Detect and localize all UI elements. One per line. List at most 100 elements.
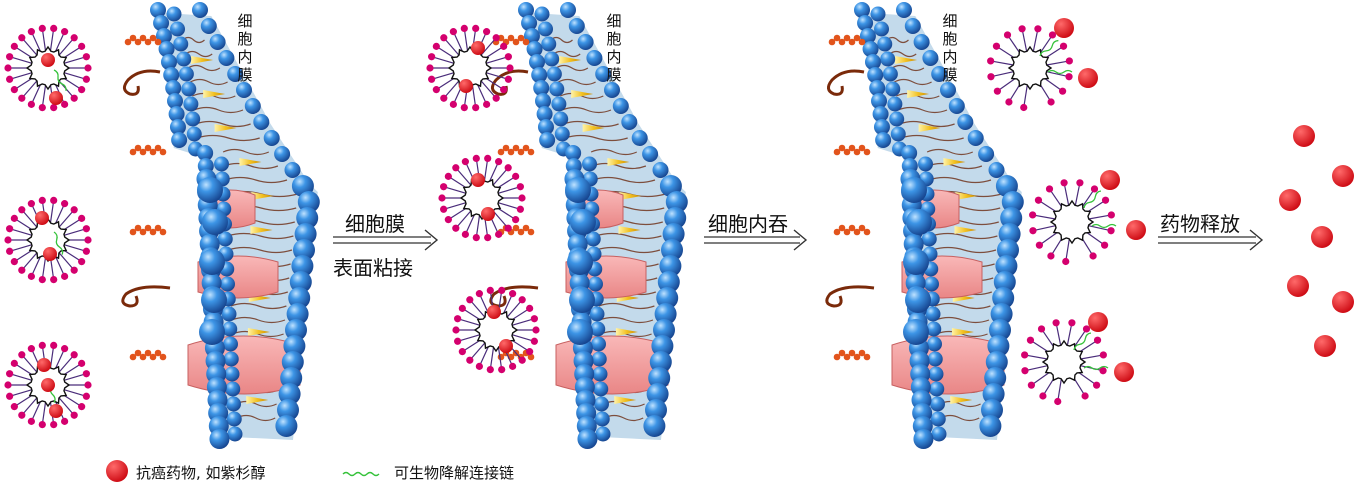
- legend-drug-icon: [106, 460, 128, 482]
- lipid-tail: [595, 232, 662, 240]
- lipid-head: [928, 366, 944, 382]
- glycan-bead: [129, 228, 137, 236]
- peg-tip: [50, 341, 58, 350]
- cholesterol-cone: [251, 192, 274, 200]
- glycan-bead: [512, 144, 520, 152]
- lipid-head: [153, 15, 170, 31]
- lipid-head: [222, 321, 238, 337]
- lipid-head: [930, 411, 946, 427]
- lipid-head: [653, 319, 675, 341]
- peg-tip: [444, 172, 452, 180]
- lipid-head: [922, 50, 939, 66]
- cholesterol-cone: [250, 226, 273, 234]
- peg-tip: [460, 24, 468, 33]
- peg-tip: [82, 247, 90, 255]
- peg-chain: [21, 354, 40, 375]
- lipid-head: [595, 426, 611, 442]
- released-drug: [1332, 165, 1354, 187]
- lipid-tail: [555, 64, 589, 72]
- peg-tip: [10, 86, 18, 94]
- peg-tip: [1093, 381, 1101, 389]
- lipid-head: [551, 96, 567, 112]
- glycan-bead: [159, 148, 167, 156]
- lipid-head: [918, 156, 933, 172]
- peg-tip: [466, 356, 474, 364]
- peg-tip: [1054, 397, 1062, 406]
- peg-tip: [526, 304, 534, 312]
- lipid-head: [993, 271, 1016, 293]
- lipid-head: [591, 351, 607, 367]
- peg-chain: [21, 250, 40, 271]
- lipid-head: [296, 207, 319, 229]
- lipid-tail: [196, 134, 260, 142]
- released-drug: [1311, 226, 1333, 248]
- lipid-head: [171, 132, 188, 148]
- glycan-bead: [522, 224, 530, 232]
- lipid-head: [225, 381, 241, 397]
- lipid-head: [166, 6, 182, 22]
- lipid-head: [553, 111, 569, 127]
- peg-tip: [1047, 98, 1055, 106]
- peg-tip: [4, 236, 12, 244]
- lipid-head: [985, 351, 1008, 373]
- lipid-head: [989, 319, 1011, 341]
- lipid-head: [293, 239, 315, 261]
- peg-tip: [504, 224, 512, 232]
- lipid-head: [226, 411, 242, 427]
- lipid-head: [539, 132, 556, 148]
- linker-chain: [53, 69, 67, 91]
- peg-tip: [27, 272, 35, 280]
- step-arrow-2: [704, 229, 808, 251]
- lipid-tail: [891, 64, 925, 72]
- nanoparticle-8: [1029, 170, 1146, 266]
- lipid-head: [577, 34, 594, 50]
- nanoparticle-2: [4, 196, 92, 284]
- lipid-head: [854, 2, 870, 18]
- linker-chain: [1083, 365, 1109, 371]
- lipid-tail: [889, 50, 917, 58]
- peg-chain: [478, 78, 497, 99]
- peg-tip: [1090, 185, 1099, 193]
- lipid-head: [518, 2, 534, 18]
- peg-tip: [1045, 185, 1054, 193]
- peg-tip: [516, 205, 524, 213]
- linker-chain: [1047, 69, 1073, 75]
- step2-label: 细胞内吞: [708, 212, 788, 236]
- glycan-bead: [527, 353, 535, 361]
- membrane-3: [825, 2, 1024, 449]
- lipid-head: [569, 287, 595, 313]
- lipid-head: [651, 335, 674, 357]
- arrow-head: [793, 229, 808, 251]
- lipid-head: [872, 106, 889, 122]
- peg-tip: [1101, 196, 1110, 204]
- lipid-head: [589, 306, 605, 322]
- lipid-head: [901, 177, 927, 203]
- glycan-bead: [139, 148, 147, 156]
- peg-tip: [492, 34, 500, 42]
- glycan-bead: [149, 148, 157, 156]
- glycan-bead: [139, 34, 147, 42]
- peg-chain: [56, 395, 75, 416]
- peg-tip: [530, 337, 538, 345]
- lipid-head: [645, 399, 667, 421]
- peg-tip: [61, 417, 69, 425]
- lipid-head: [280, 367, 303, 389]
- peg-tip: [472, 233, 480, 242]
- peg-tip: [61, 345, 69, 353]
- peg-tip: [61, 272, 69, 280]
- lipid-head: [889, 111, 905, 127]
- nanoparticle-6: [452, 286, 540, 374]
- peg-tip: [1060, 179, 1068, 187]
- cholesterol-cone: [615, 328, 638, 336]
- peg-tip: [484, 233, 492, 242]
- glycan-bead: [154, 144, 162, 152]
- lipid-tail: [897, 106, 948, 114]
- peg-tip: [1076, 179, 1084, 187]
- lipid-head: [226, 396, 241, 412]
- peg-tip: [6, 75, 14, 83]
- lipid-head: [979, 415, 1002, 437]
- lipid-head: [662, 223, 685, 245]
- glycan-bead: [863, 148, 871, 156]
- peg-tip: [18, 351, 26, 359]
- peg-tip: [1089, 252, 1097, 260]
